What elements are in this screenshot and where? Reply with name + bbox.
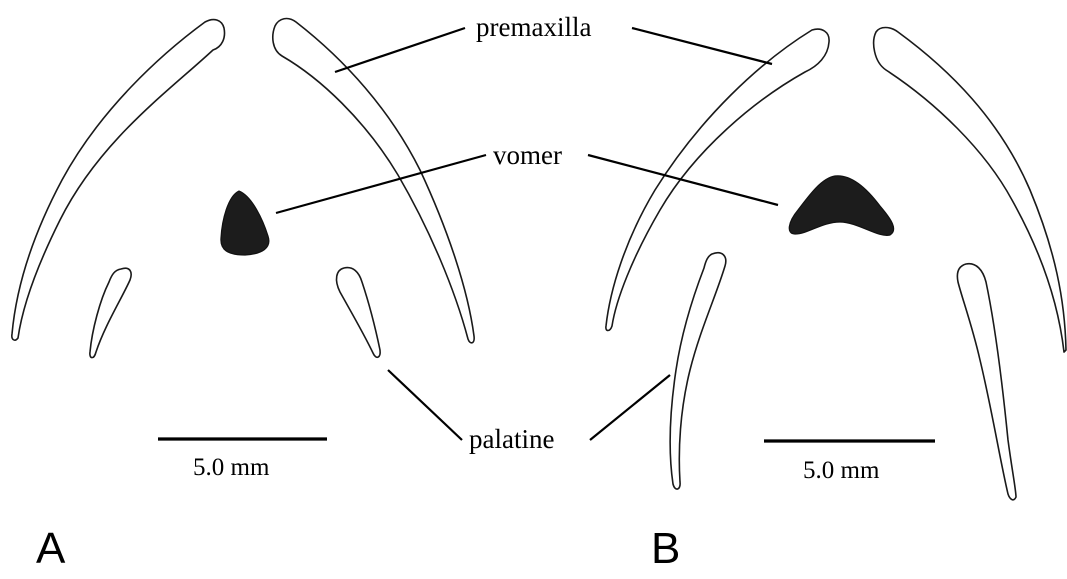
palatine-left-a	[90, 268, 131, 357]
leader-premaxilla-b	[632, 28, 772, 64]
premaxilla-right-a	[273, 19, 474, 343]
scale-label-a: 5.0 mm	[193, 455, 269, 480]
leader-premaxilla-a	[335, 28, 465, 72]
label-palatine: palatine	[469, 426, 554, 453]
leader-palatine-b	[590, 375, 670, 440]
label-premaxilla: premaxilla	[476, 14, 591, 41]
palatine-right-a	[337, 268, 381, 358]
palatine-left-b	[670, 253, 726, 489]
leader-vomer-a	[276, 155, 486, 213]
vomer-a	[221, 191, 269, 255]
scale-label-b: 5.0 mm	[803, 458, 879, 483]
label-vomer: vomer	[493, 142, 562, 169]
panel-label-a: A	[36, 527, 65, 571]
leader-palatine-a	[388, 370, 462, 440]
palatine-right-b	[957, 264, 1016, 500]
vomer-b	[789, 176, 893, 236]
panel-label-b: B	[651, 527, 680, 571]
